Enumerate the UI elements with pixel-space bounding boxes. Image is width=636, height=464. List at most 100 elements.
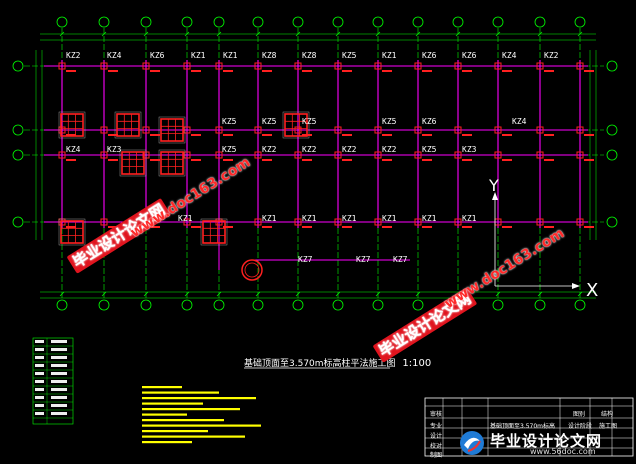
column-mark	[294, 126, 302, 134]
column-mark	[183, 218, 191, 226]
rebar-mark	[66, 70, 76, 72]
column-mark	[294, 151, 302, 159]
column-mark	[183, 62, 191, 70]
grid-bubble-bottom	[492, 299, 504, 311]
rebar-mark	[108, 70, 118, 72]
column-mark	[494, 151, 502, 159]
rebar-mark	[382, 226, 392, 228]
column-label: KZ1	[382, 51, 397, 60]
title-block-right-1: 结构	[601, 411, 614, 418]
grid-bubble-top	[56, 16, 68, 28]
column-label: KZ8	[302, 51, 317, 60]
column-label: KZ5	[262, 117, 277, 126]
note-line	[142, 408, 240, 411]
rebar-mark	[108, 134, 118, 136]
rebar-mark	[150, 70, 160, 72]
grid-bubble-right	[606, 216, 618, 228]
rebar-mark	[66, 159, 76, 161]
column-label: KZ1	[191, 51, 206, 60]
column-label: KZ2	[342, 145, 357, 154]
rebar-mark	[342, 70, 352, 72]
column-mark	[576, 126, 584, 134]
column-mark	[254, 126, 262, 134]
column-mark	[536, 126, 544, 134]
dimension-tick	[101, 291, 107, 297]
rebar-mark	[262, 159, 272, 161]
floor-table-cell	[51, 412, 67, 415]
note-line	[142, 402, 203, 405]
dimension-tick	[184, 291, 190, 297]
floor-table-cell	[51, 388, 67, 391]
column-mark	[536, 218, 544, 226]
dimension-tick	[335, 31, 341, 37]
floor-table-cell	[51, 364, 67, 367]
rebar-mark	[502, 226, 512, 228]
note-line	[142, 441, 192, 444]
dimension-tick	[216, 291, 222, 297]
column-mark	[100, 151, 108, 159]
grid-bubble-bottom	[292, 299, 304, 311]
column-detail	[58, 218, 86, 246]
column-label: KZ1	[302, 214, 317, 223]
axis-x-label: X	[586, 280, 599, 301]
column-label: KZ2	[382, 145, 397, 154]
column-label: KZ1	[178, 214, 193, 223]
column-mark	[215, 126, 223, 134]
column-label: KZ5	[302, 117, 317, 126]
rebar-mark	[262, 226, 272, 228]
grid-bubble-bottom	[534, 299, 546, 311]
floor-table-cell	[51, 404, 67, 407]
title-block-row-2: 设计	[430, 433, 443, 440]
column-mark	[334, 62, 342, 70]
rebar-mark	[108, 159, 118, 161]
rebar-mark	[223, 70, 233, 72]
dimension-tick	[455, 31, 461, 37]
column-mark	[494, 126, 502, 134]
column-label: KZ1	[382, 214, 397, 223]
plan-scale: 1:100	[402, 358, 432, 369]
column-label: KZ1	[223, 51, 238, 60]
logo-url: www.56doc.com	[530, 447, 596, 456]
column-mark	[142, 126, 150, 134]
grid-bubble-bottom	[98, 299, 110, 311]
grid-bubble-top	[574, 16, 586, 28]
rebar-mark	[342, 159, 352, 161]
column-label: KZ4	[66, 145, 81, 154]
note-line	[142, 391, 219, 394]
dimension-tick	[375, 291, 381, 297]
grid-bubble-top	[332, 16, 344, 28]
grid-bubble-bottom	[372, 299, 384, 311]
grid-bubble-top	[412, 16, 424, 28]
grid-bubble-top	[98, 16, 110, 28]
grid-bubble-right	[606, 124, 618, 136]
column-mark	[142, 62, 150, 70]
column-detail	[200, 218, 228, 246]
column-label: KZ7	[393, 255, 408, 264]
column-mark	[374, 151, 382, 159]
title-block-row-1: 审核	[430, 411, 443, 418]
column-mark	[334, 151, 342, 159]
floor-table-cell	[51, 348, 67, 351]
column-label: KZ6	[422, 51, 437, 60]
circular-column-detail	[241, 259, 263, 281]
dimension-tick	[537, 291, 543, 297]
column-detail	[158, 116, 186, 144]
column-label: KZ5	[342, 51, 357, 60]
column-label: KZ1	[342, 214, 357, 223]
grid-bubble-right	[606, 149, 618, 161]
dimension-tick	[495, 31, 501, 37]
dimension-tick	[335, 291, 341, 297]
floor-table-cell	[35, 404, 44, 407]
logo-mark-icon	[460, 431, 484, 455]
note-line	[142, 435, 245, 438]
rebar-mark	[66, 134, 76, 136]
rebar-mark	[150, 226, 160, 228]
grid-bubble-left	[12, 149, 24, 161]
dimension-tick	[295, 291, 301, 297]
column-label: KZ4	[502, 51, 517, 60]
floor-table-cell	[35, 396, 44, 399]
rebar-mark	[302, 159, 312, 161]
floor-table-cell	[51, 380, 67, 383]
grid-bubble-left	[12, 60, 24, 72]
title-block-right-0: 图别	[573, 411, 586, 418]
